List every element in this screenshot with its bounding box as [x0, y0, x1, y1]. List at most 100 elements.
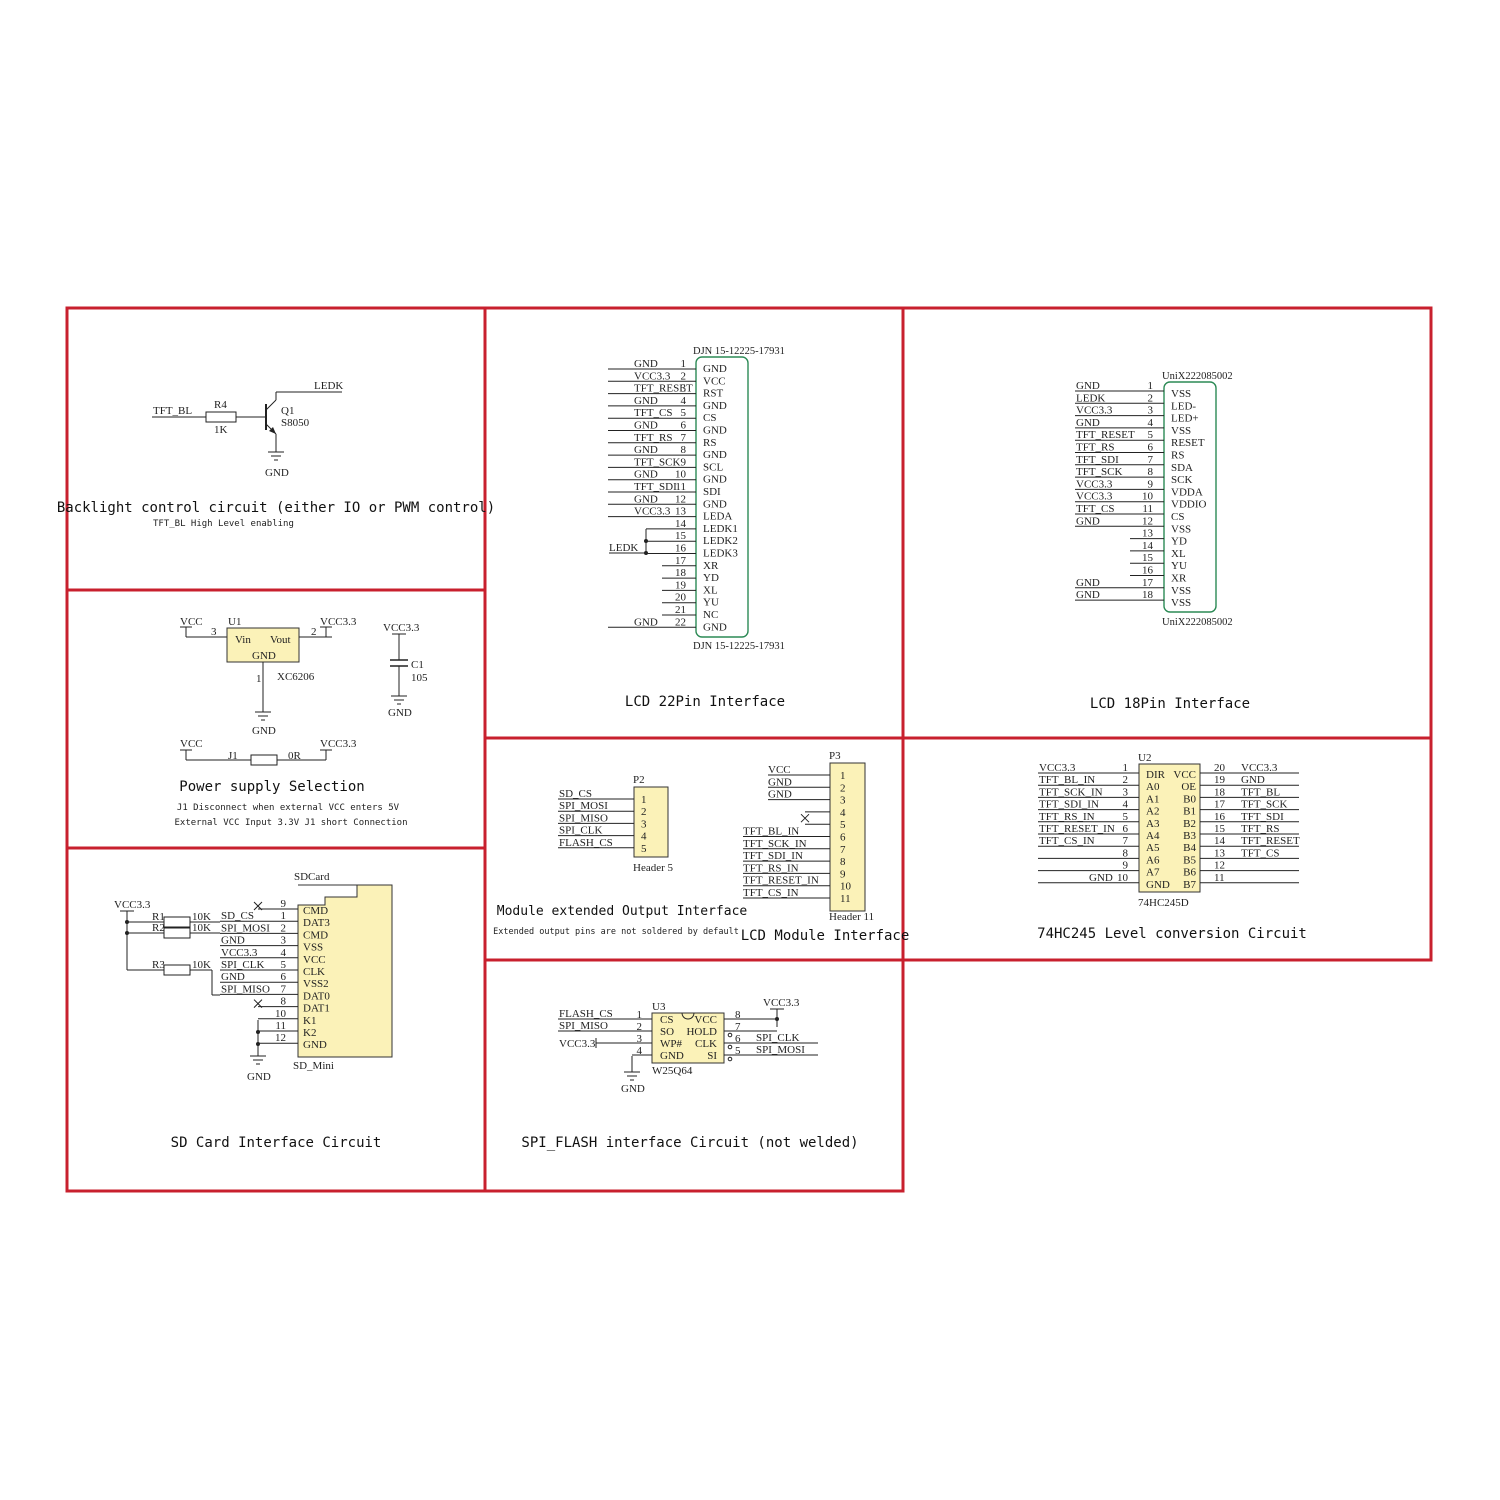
caption: 74HC245 Level conversion Circuit: [1037, 926, 1307, 942]
jumper-j1: [250, 754, 278, 766]
pin-number: 14: [1142, 540, 1154, 552]
net-label: SD_CS: [559, 788, 592, 800]
pin-name: SCL: [703, 461, 723, 473]
pin-name: YU: [1171, 560, 1187, 572]
pin-name: LED+: [1171, 413, 1199, 425]
net-label: SPI_MISO: [559, 1020, 608, 1032]
pin-number: 11: [675, 481, 686, 493]
frame-hc245: [901, 736, 1433, 962]
pin-name: XL: [1171, 548, 1186, 560]
pin-name: YU: [703, 597, 719, 609]
pin-number: 2: [1123, 774, 1129, 786]
part-label: XC6206: [277, 671, 315, 683]
pin-number: 7: [281, 983, 287, 995]
net-label: GND: [768, 789, 792, 801]
net-label: FLASH_CS: [559, 837, 613, 849]
pin-number: 10: [675, 469, 687, 481]
pin-name: B4: [1183, 842, 1196, 854]
net-label: TFT_RESET: [1076, 429, 1135, 441]
net-label: TFT_CS_IN: [1039, 835, 1095, 847]
net-label: GND: [247, 1071, 271, 1083]
value-label: 10K: [192, 911, 211, 923]
ref-label: U1: [228, 616, 241, 628]
pin-name: SDA: [1171, 462, 1193, 474]
ref-label: R3: [152, 959, 165, 971]
net-label: GND: [634, 469, 658, 481]
pin-name: RS: [703, 437, 716, 449]
pin-name: A2: [1146, 806, 1159, 818]
pin-number: 1: [840, 770, 846, 782]
net-label: TFT_BL: [153, 405, 192, 417]
pin-number: 9: [681, 456, 687, 468]
pin-number: 6: [735, 1033, 741, 1045]
pin-number: 13: [1214, 847, 1226, 859]
pin-number: 15: [1142, 552, 1154, 564]
net-label: VCC3.3: [320, 738, 357, 750]
pin-name: GND: [303, 1039, 327, 1051]
p3-pin-7: TFT_SCK_IN 7: [743, 838, 846, 856]
ref-label: R2: [152, 922, 165, 934]
net-label: GND: [1241, 774, 1265, 786]
pin-number: 10: [840, 881, 852, 893]
pin-name: K1: [303, 1015, 316, 1027]
pin-number: 14: [675, 518, 687, 530]
caption: Power supply Selection: [179, 779, 364, 795]
pin-name: VSS2: [303, 978, 329, 990]
net-label: TFT_CS: [1241, 847, 1280, 859]
pin-number: 3: [1123, 786, 1129, 798]
pin-number: 3: [681, 383, 687, 395]
pin-number: 3: [840, 795, 846, 807]
pin-number: 5: [840, 819, 846, 831]
net-label: GND: [634, 358, 658, 370]
net-label: GND: [1076, 577, 1100, 589]
pin-name: GND: [703, 621, 727, 633]
pin-number: 6: [1148, 442, 1154, 454]
net-label: TFT_RESET: [634, 383, 693, 395]
net-label: GND: [1076, 380, 1100, 392]
pin-number: 7: [840, 844, 846, 856]
value-label: 105: [411, 672, 428, 684]
net-label: TFT_SCK: [1241, 799, 1288, 811]
net-label: TFT_SDI_IN: [1039, 799, 1099, 811]
ground-icon: [391, 695, 407, 705]
pin-name: VCC: [1173, 769, 1196, 781]
ground-icon: [250, 1055, 266, 1065]
net-label: FLASH_CS: [559, 1008, 613, 1020]
pin-number: 3: [211, 626, 217, 638]
net-label: VCC3.3: [1076, 491, 1113, 503]
pin-number: 6: [840, 832, 846, 844]
net-label: GND: [221, 935, 245, 947]
pin-name: B2: [1183, 818, 1196, 830]
net-label: TFT_RS_IN: [1039, 811, 1095, 823]
net-label: TFT_BL: [1241, 786, 1280, 798]
pin-name: RESET: [1171, 437, 1205, 449]
net-label: GND: [388, 707, 412, 719]
net-label: TFT_SCK_IN: [743, 838, 807, 850]
